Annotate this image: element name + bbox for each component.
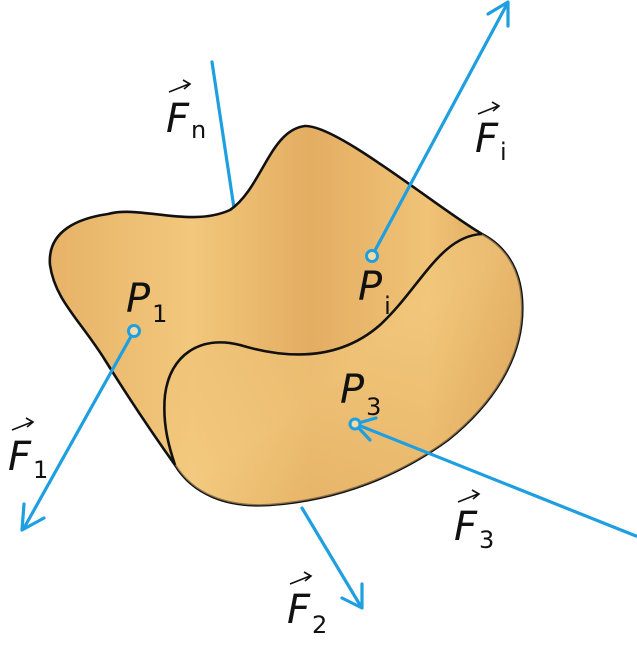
label-p3: P3 xyxy=(340,367,381,421)
force-fi-line xyxy=(370,4,508,258)
label-f2: F2 xyxy=(287,571,327,639)
label-fi: Fi xyxy=(475,101,507,166)
point-p3-marker xyxy=(348,417,362,431)
svg-text:F1: F1 xyxy=(8,434,48,484)
force-f3-line xyxy=(356,423,637,538)
point-pi-marker xyxy=(365,249,379,263)
body-lower-face xyxy=(164,234,523,506)
label-f1: F1 xyxy=(8,417,48,484)
svg-text:F3: F3 xyxy=(454,504,494,554)
force-f2-arrowhead xyxy=(340,582,364,610)
svg-text:Fn: Fn xyxy=(166,96,206,144)
label-pi: Pi xyxy=(358,264,391,320)
label-fn: Fn xyxy=(166,79,206,144)
svg-text:Fi: Fi xyxy=(475,116,507,166)
point-p1-marker xyxy=(127,324,141,338)
label-f3: F3 xyxy=(454,489,494,554)
force-f1-arrowhead xyxy=(20,502,46,532)
force-fi-arrowhead xyxy=(486,0,510,28)
svg-text:F2: F2 xyxy=(287,587,327,639)
body-inner-edge xyxy=(163,232,483,466)
label-p1: P1 xyxy=(126,276,167,328)
force-f2-line xyxy=(300,506,362,607)
force-fn-line xyxy=(210,60,236,210)
force-f1-line xyxy=(22,329,136,530)
